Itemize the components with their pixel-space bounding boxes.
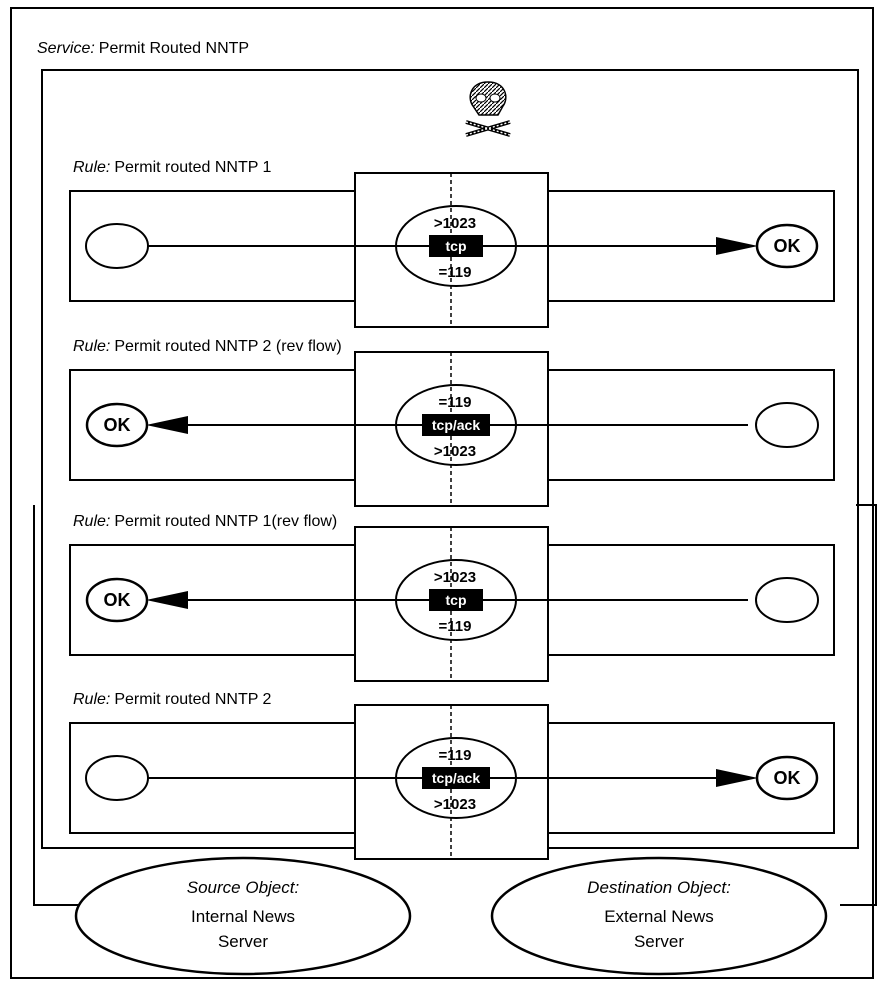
- service-title: Service:Permit Routed NNTP: [37, 40, 249, 57]
- skull-and-crossbones-icon: [465, 81, 511, 137]
- arrow-head-icon: [146, 416, 188, 434]
- rule-block: Rule:Permit routed NNTP 1 OK tcp >1023 =119: [69, 159, 835, 328]
- ok-node: [755, 223, 819, 269]
- ok-node: [755, 755, 819, 801]
- destination-object: Destination Object: External News Server: [490, 856, 828, 976]
- protocol-badge: [429, 235, 483, 257]
- top-port-label: =119: [439, 394, 472, 411]
- source-object-line1: Internal News: [191, 907, 295, 926]
- rule-block: Rule:Permit routed NNTP 1(rev flow) OK tcp…: [69, 513, 835, 682]
- bottom-port-label: >1023: [434, 443, 476, 460]
- top-port-label: >1023: [434, 569, 476, 586]
- top-port-label: >1023: [434, 215, 476, 232]
- bottom-port-label: >1023: [434, 796, 476, 813]
- destination-connector-line: [840, 504, 877, 906]
- endpoint-node: [85, 755, 149, 801]
- endpoint-node: [85, 223, 149, 269]
- protocol-badge: [422, 414, 490, 436]
- source-object-line2: Server: [218, 932, 268, 951]
- rule-block: Rule:Permit routed NNTP 2 (rev flow) OK tc…: [69, 338, 835, 507]
- protocol-label: tcp/ack: [432, 770, 480, 786]
- protocol-label: tcp/ack: [432, 417, 480, 433]
- rule-title: Rule:Permit routed NNTP 1(rev flow): [73, 513, 337, 530]
- rule-title: Rule:Permit routed NNTP 2 (rev flow): [73, 338, 342, 355]
- endpoint-node: [755, 402, 819, 448]
- protocol-label: tcp: [446, 238, 467, 254]
- ok-label: OK: [104, 590, 131, 610]
- rule-block: Rule:Permit routed NNTP 2 OK tcp/ack =119 >1…: [69, 691, 835, 860]
- top-port-label: =119: [439, 747, 472, 764]
- ok-node: [85, 402, 149, 448]
- protocol-ellipse: [395, 559, 517, 641]
- source-object-label: Source Object:: [187, 878, 300, 897]
- protocol-ellipse: [395, 205, 517, 287]
- rule-title: Rule:Permit routed NNTP 1: [73, 159, 272, 176]
- destination-object-label: Destination Object:: [587, 878, 731, 897]
- arrow-head-icon: [716, 237, 758, 255]
- rules-layer: Rule:Permit routed NNTP 1OKtcp>1023=119R…: [69, 159, 835, 860]
- source-connector-line: [33, 505, 80, 906]
- ok-label: OK: [104, 415, 131, 435]
- destination-object-line1: External News: [604, 907, 714, 926]
- arrow-head-icon: [716, 769, 758, 787]
- ok-label: OK: [774, 768, 801, 788]
- ok-label: OK: [774, 236, 801, 256]
- protocol-ellipse: [395, 737, 517, 819]
- protocol-label: tcp: [446, 592, 467, 608]
- bottom-port-label: =119: [439, 618, 472, 635]
- rule-title: Rule:Permit routed NNTP 2: [73, 691, 272, 708]
- ok-node: [85, 577, 149, 623]
- outer-frame: [10, 7, 874, 979]
- destination-object-ellipse: [490, 856, 828, 976]
- endpoint-node: [755, 577, 819, 623]
- protocol-badge: [422, 767, 490, 789]
- arrow-head-icon: [146, 591, 188, 609]
- protocol-badge: [429, 589, 483, 611]
- protocol-ellipse: [395, 384, 517, 466]
- destination-object-line2: Server: [634, 932, 684, 951]
- source-object: Source Object: Internal News Server: [74, 856, 412, 976]
- bottom-port-label: =119: [439, 264, 472, 281]
- source-object-ellipse: [74, 856, 412, 976]
